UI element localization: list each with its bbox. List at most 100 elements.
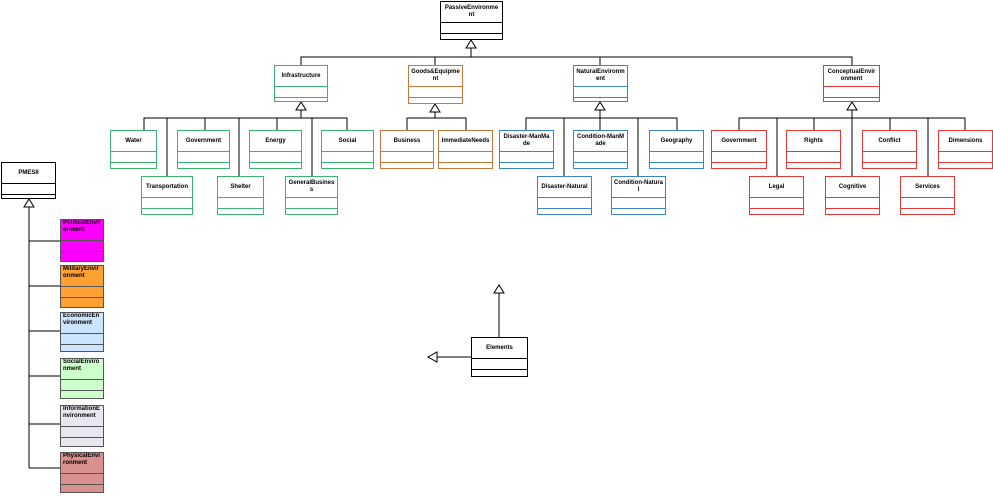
attributes-section [322,152,373,163]
class-title: GeneralBusiness [286,177,337,198]
operations-section [218,209,263,220]
operations-section [286,209,337,220]
class-title: Water [111,131,156,152]
class-title: Infrastructure [275,66,327,87]
attributes-section [61,380,103,391]
operations-section [500,163,553,174]
class-title: InformationEnvironment [61,406,103,427]
class-cognitive[interactable]: Cognitive [825,176,880,215]
class-energy[interactable]: Energy [249,130,302,169]
class-title: Business [381,131,433,152]
class-water[interactable]: Water [110,130,157,169]
operations-section [441,34,502,45]
attributes-section [650,152,703,163]
attributes-section [286,198,337,209]
class-dimensions[interactable]: Dimensions [938,130,993,169]
attributes-section [787,152,840,163]
operations-section [439,163,492,174]
attributes-section [939,152,992,163]
class-title: ConceptualEnvironment [824,66,879,87]
class-business[interactable]: Business [380,130,434,169]
operations-section [275,98,327,109]
attributes-section [612,198,665,209]
operations-section [472,370,527,381]
class-physical-environment[interactable]: PhysicalEnvironment [60,452,104,493]
class-title: Government [178,131,229,152]
operations-section [574,163,627,174]
class-rights[interactable]: Rights [786,130,841,169]
class-title: Energy [250,131,301,152]
attributes-section [441,23,502,34]
class-pmesii[interactable]: PMESII [1,162,56,199]
attributes-section [750,198,803,209]
attributes-section [472,359,527,370]
class-title: Condition-ManMade [574,131,627,152]
class-government-infrastructure[interactable]: Government [177,130,230,169]
operations-section [612,209,665,220]
class-passive-environment[interactable]: PassiveEnvironment [440,1,503,40]
class-disaster-natural[interactable]: Disaster-Natural [537,176,592,215]
class-services[interactable]: Services [900,176,955,215]
class-title: Dimensions [939,131,992,152]
class-title: PassiveEnvironment [441,2,502,23]
class-social[interactable]: Social [321,130,374,169]
attributes-section [409,87,462,98]
class-elements[interactable]: Elements [471,337,528,377]
class-title: Disaster-ManMade [500,131,553,152]
class-title: Services [901,177,954,198]
attributes-section [178,152,229,163]
class-economic-environment[interactable]: EconomicEnvironment [60,312,104,352]
class-information-environment[interactable]: InformationEnvironment [60,405,104,447]
attributes-section [61,474,103,485]
class-title: Elements [472,338,527,359]
operations-section [61,298,103,309]
class-geography[interactable]: Geography [649,130,704,169]
class-legal[interactable]: Legal [749,176,804,215]
class-disaster-manmade[interactable]: Disaster-ManMade [499,130,554,169]
class-title: Government [712,131,766,152]
class-title: Cognitive [826,177,879,198]
attributes-section [250,152,301,163]
operations-section [712,163,766,174]
operations-section [538,209,591,220]
operations-section [250,163,301,174]
class-title: Conflict [863,131,916,152]
class-government-conceptual[interactable]: Government [711,130,767,169]
attributes-section [142,198,192,209]
class-title: EconomicEnvironment [61,313,103,334]
operations-section [61,438,103,449]
attributes-section [2,184,55,195]
class-shelter[interactable]: Shelter [217,176,264,215]
class-title: PMESII [2,163,55,184]
class-goods-equipment[interactable]: Goods&Equipment [408,65,463,104]
class-title: Disaster-Natural [538,177,591,198]
class-title: MilitaryEnvironment [61,266,103,287]
class-condition-natural[interactable]: Condition-Natural [611,176,666,215]
attributes-section [61,427,103,438]
operations-section [650,163,703,174]
class-title: Rights [787,131,840,152]
class-condition-manmade[interactable]: Condition-ManMade [573,130,628,169]
class-title: Goods&Equipment [409,66,462,87]
class-infrastructure[interactable]: Infrastructure [274,65,328,102]
operations-section [901,209,954,220]
class-conflict[interactable]: Conflict [862,130,917,169]
class-social-environment[interactable]: SocialEnvironment [60,358,104,399]
attributes-section [61,241,103,252]
class-military-environment[interactable]: MilitaryEnvironment [60,265,104,308]
attributes-section [275,87,327,98]
class-transportation[interactable]: Transportation [141,176,193,215]
class-immediate-needs[interactable]: ImmediateNeeds [438,130,493,169]
class-natural-environment[interactable]: NaturalEnvironment [573,65,628,102]
operations-section [61,391,103,402]
attributes-section [901,198,954,209]
operations-section [824,98,879,109]
attributes-section [824,87,879,98]
class-general-business[interactable]: GeneralBusiness [285,176,338,215]
class-conceptual-environment[interactable]: ConceptualEnvironment [823,65,880,102]
attributes-section [111,152,156,163]
operations-section [939,163,992,174]
attributes-section [712,152,766,163]
class-political-environment[interactable]: PoliticalEnvironment [60,219,104,262]
attributes-section [381,152,433,163]
